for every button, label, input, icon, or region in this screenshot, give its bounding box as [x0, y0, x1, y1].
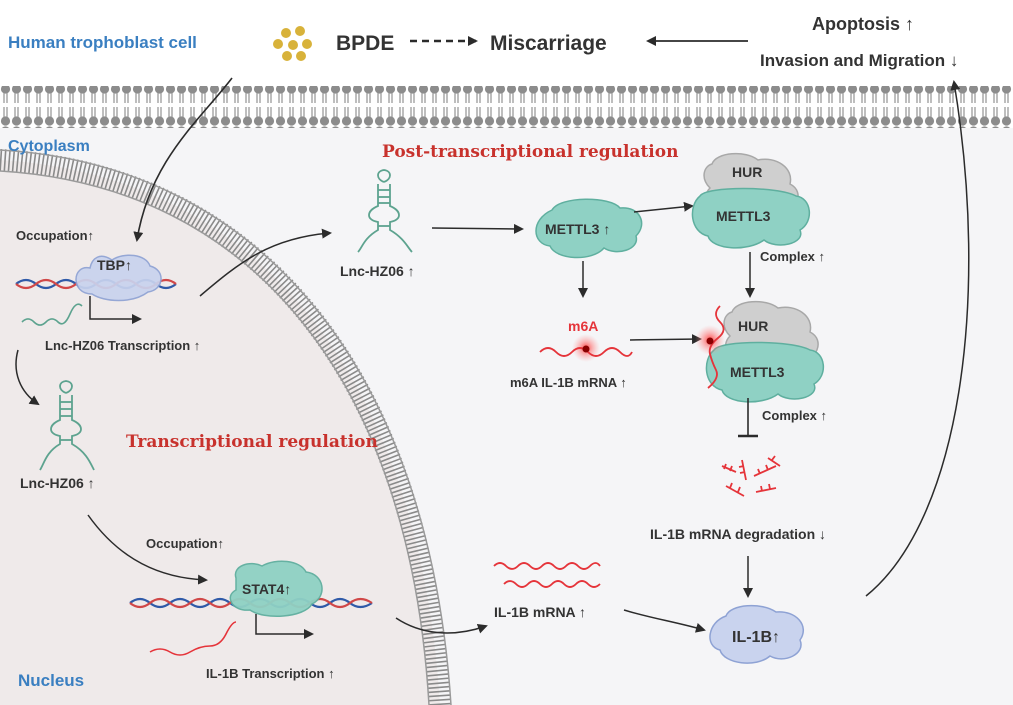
- il1b-mrna-label: IL-1B mRNA ↑: [494, 604, 586, 620]
- to-lnc-nucleus-arrow: [15, 349, 40, 406]
- lnc-export-arrow: [199, 228, 332, 297]
- nuclear-envelope-inner: [0, 170, 430, 705]
- complex-label-top: Complex ↑: [760, 249, 825, 264]
- hur-label-bottom: HUR: [738, 318, 768, 334]
- nuclear-envelope: [0, 149, 451, 705]
- occupation-stat4-label: Occupation↑: [146, 536, 224, 551]
- stat4-protein: [229, 560, 323, 617]
- to-stat4-arrow: [87, 514, 208, 585]
- il1b-transcript-strand: [149, 621, 237, 656]
- il1b-mrna-icon: [493, 562, 601, 588]
- tbp-label: TBP↑: [97, 257, 132, 273]
- complex-label-bottom: Complex ↑: [762, 408, 827, 423]
- mettl3-protein-bottom: [705, 341, 824, 403]
- bpde-molecule-icon: [273, 26, 312, 61]
- bound-m6a-dot: [706, 337, 714, 345]
- lnc-nucleus-label: Lnc-HZ06 ↑: [20, 475, 95, 491]
- il1b-export-arrow: [395, 617, 488, 634]
- m6a-to-complex-arrow: [629, 334, 702, 345]
- degradation-label: IL-1B mRNA degradation ↓: [650, 526, 826, 542]
- mettl3-protein-top: [691, 187, 810, 249]
- lnc-to-mettl3-arrow: [431, 223, 524, 234]
- bpde-label: BPDE: [336, 32, 394, 55]
- m6a-site-dot: [582, 345, 590, 353]
- mettl3-label-bottom: METTL3: [730, 364, 785, 380]
- stat4-transcription-arrow: [255, 614, 314, 639]
- mettl3-label: METTL3 ↑: [545, 221, 610, 237]
- stat4-label: STAT4↑: [242, 581, 291, 597]
- il1b-protein: [709, 604, 805, 664]
- apoptosis-label: Apoptosis ↑: [812, 14, 914, 34]
- lnc-hz06-nucleus-icon: [39, 380, 95, 471]
- il1b-transcription-label: IL-1B Transcription ↑: [206, 666, 335, 681]
- mrna-to-protein-arrow: [623, 609, 706, 633]
- nucleus-label: Nucleus: [18, 671, 84, 690]
- occupation-tbp-label: Occupation↑: [16, 228, 94, 243]
- m6a-mrna-strand: [539, 347, 633, 357]
- hur-label-top: HUR: [732, 164, 762, 180]
- post-transcriptional-title: Post-transcriptional regulation: [382, 142, 678, 162]
- plasma-membrane: [0, 86, 1013, 128]
- lnc-transcription-label: Lnc-HZ06 Transcription ↑: [45, 338, 200, 353]
- cell-label: Human trophoblast cell: [8, 33, 197, 52]
- miscarriage-label: Miscarriage: [490, 32, 607, 55]
- transcriptional-title: Transcriptional regulation: [126, 432, 378, 452]
- il1b-protein-label: IL-1B↑: [732, 629, 780, 646]
- lnc-cytoplasm-label: Lnc-HZ06 ↑: [340, 263, 415, 279]
- cytoplasm-label: Cytoplasm: [8, 138, 90, 155]
- tbp-protein: [75, 254, 162, 302]
- bound-mrna-strand: [707, 305, 725, 389]
- degraded-mrna-icon: [721, 455, 781, 497]
- bpde-entry-arrow: [133, 77, 233, 242]
- tbp-transcription-arrow: [89, 296, 142, 324]
- m6a-label: m6A: [568, 318, 598, 334]
- mettl3-to-complex-arrow: [633, 201, 694, 213]
- m6a-mrna-label: m6A IL-1B mRNA ↑: [510, 375, 627, 390]
- nuclear-envelope-outer: [0, 149, 452, 705]
- invasion-label: Invasion and Migration ↓: [760, 51, 958, 70]
- lnc-hz06-cytoplasm-icon: [357, 169, 413, 253]
- il1b-to-phenotype-arrow: [865, 80, 970, 597]
- lnc-transcript-strand: [21, 303, 83, 326]
- mettl3-label-top: METTL3: [716, 208, 771, 224]
- mettl3-protein: [535, 198, 643, 259]
